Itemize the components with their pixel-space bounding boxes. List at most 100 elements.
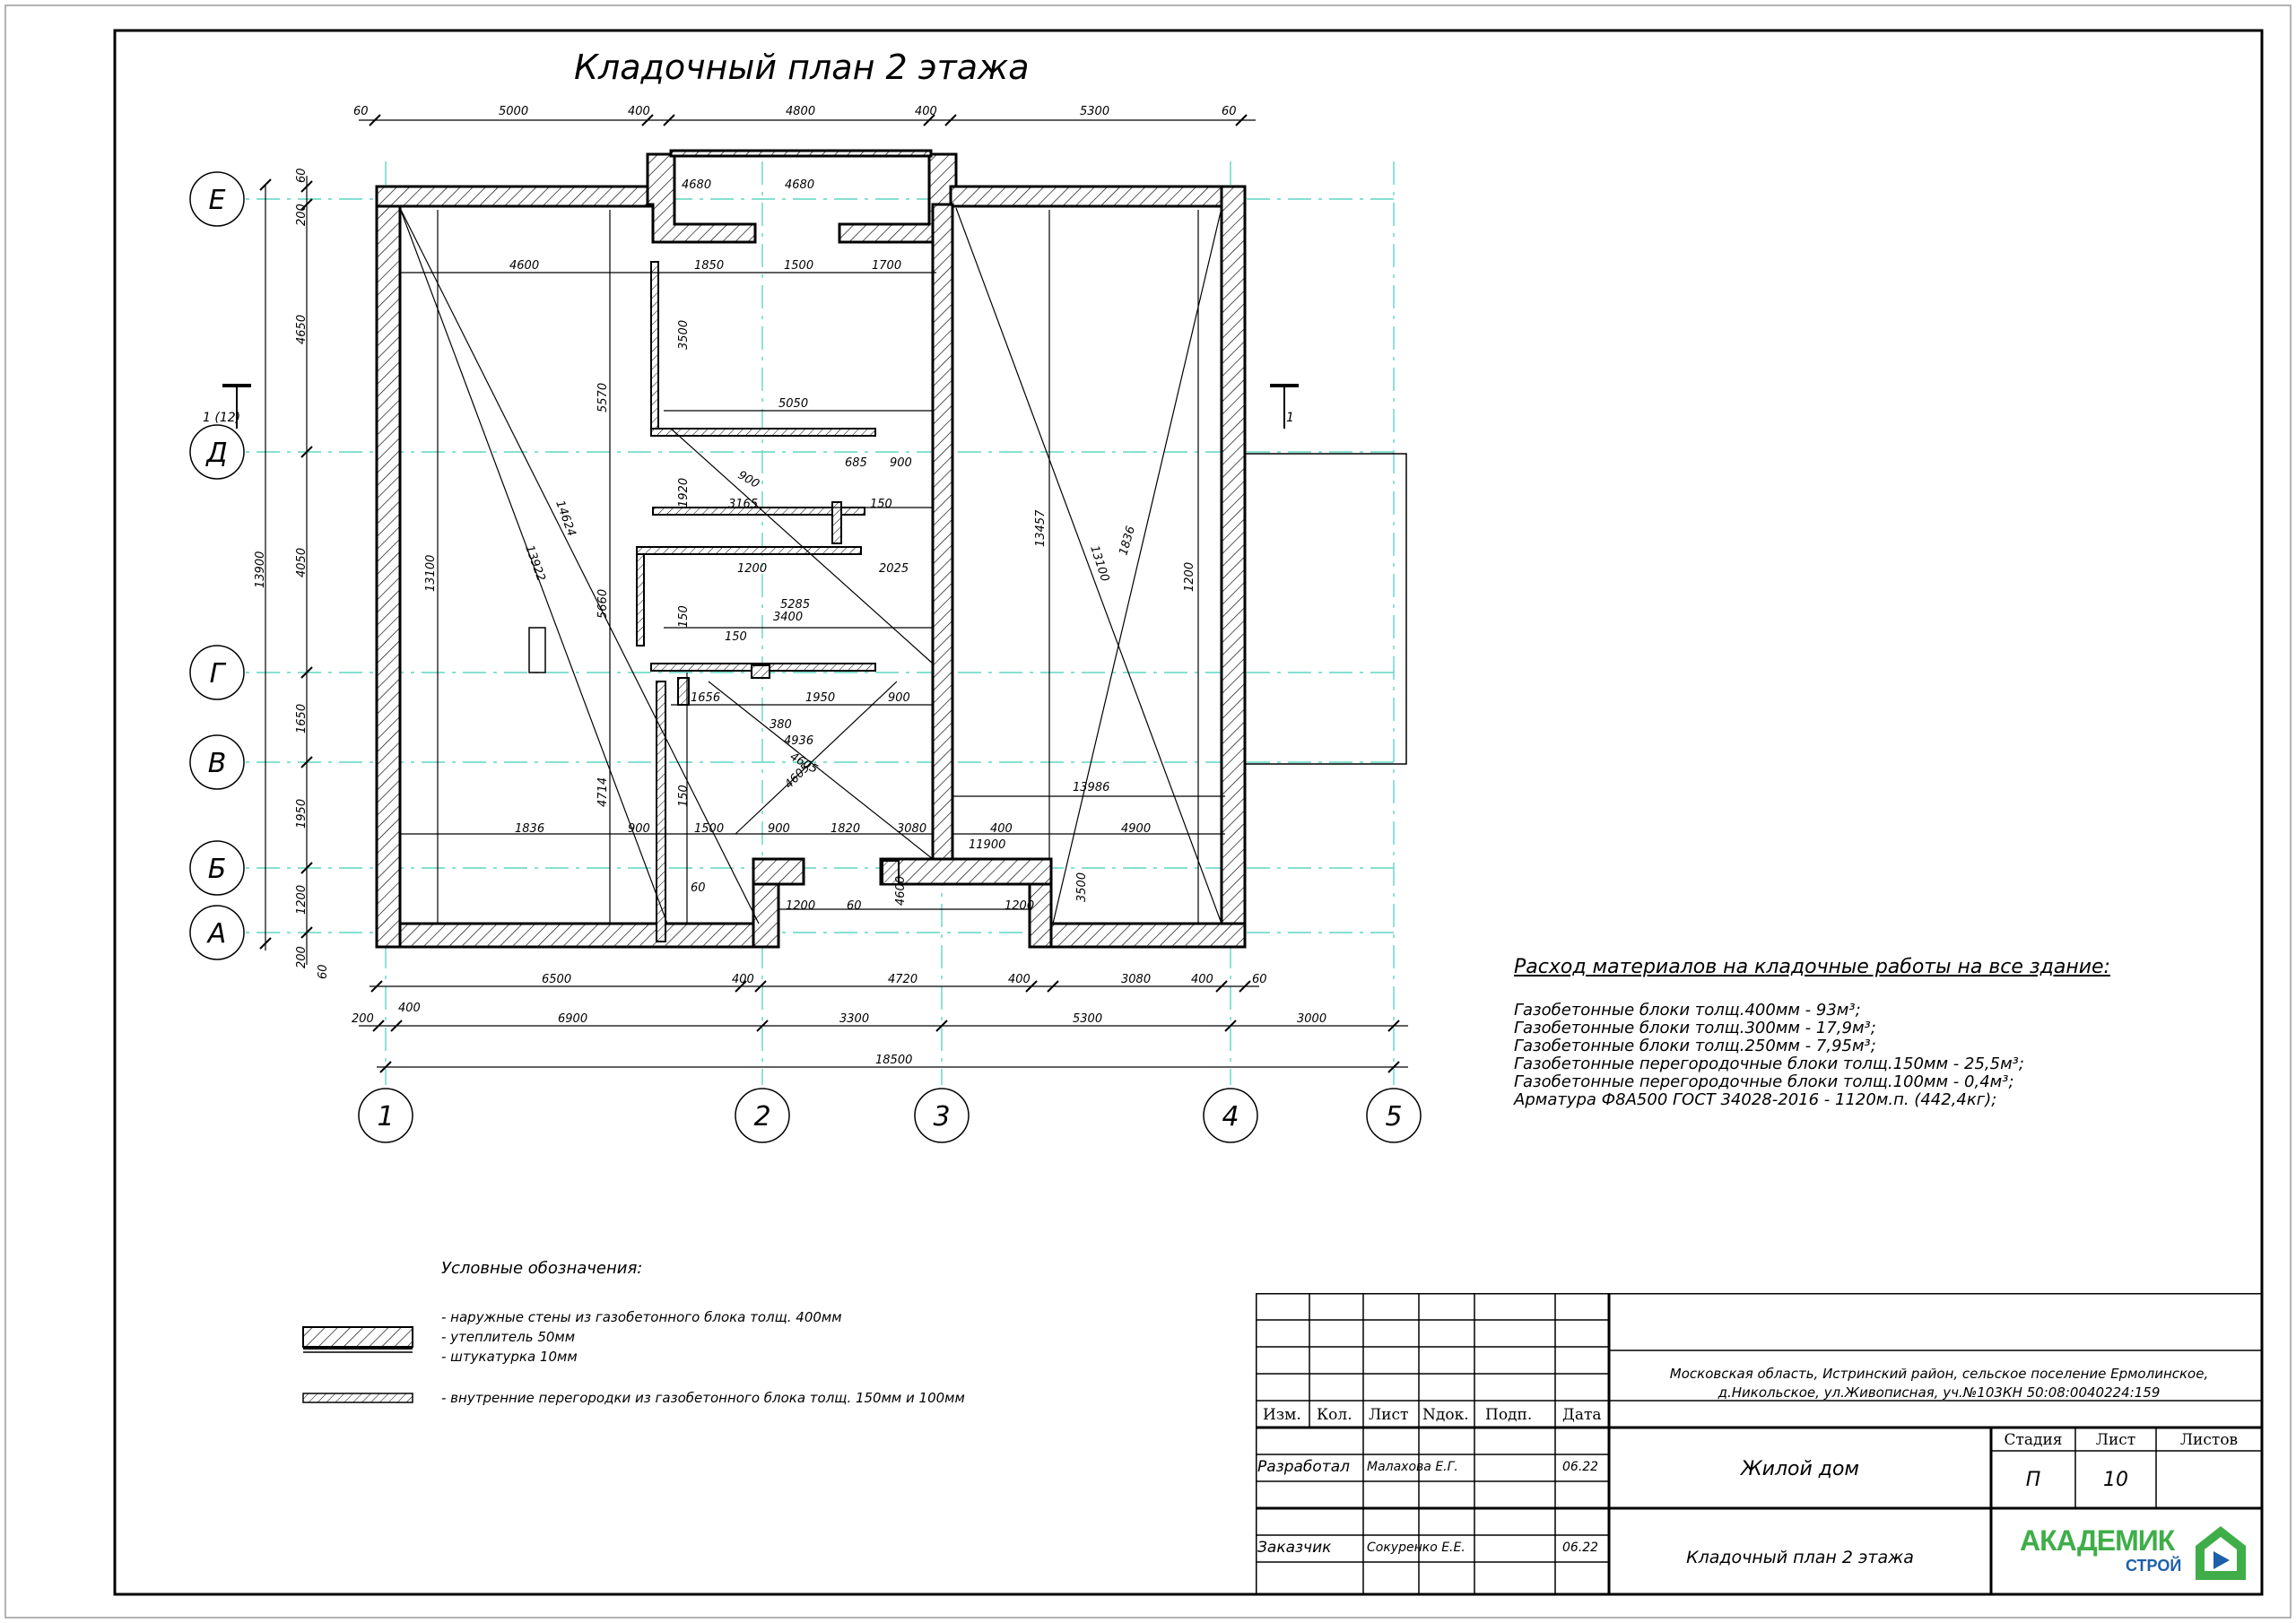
col-header: Кол. [1317,1406,1352,1424]
role-customer: Заказчик [1257,1539,1332,1557]
dim-5050: 5050 [778,397,808,411]
interior-dimension-labels: 4680 4680 4600 1850 1500 1700 5050 685 9… [424,178,1196,913]
dim-3500: 3500 [677,320,691,350]
dim-left-4650: 4650 [295,315,309,344]
dim-900c: 900 [768,822,790,836]
dim-bot-60: 60 [1252,973,1267,986]
dim-bot2-3000: 3000 [1297,1012,1326,1026]
interior-partitions [636,261,900,942]
axis-bubble-2 [735,1088,790,1143]
dim-1950: 1950 [805,691,835,705]
section-mark-right: 1 [1286,411,1294,425]
dim-1820: 400 [990,822,1013,836]
axis-bubble-5 [1366,1088,1422,1143]
dim-400: 11900 [969,838,1005,852]
dim-685: 685 [845,456,867,470]
sheet-value: 10 [2103,1469,2128,1491]
drawing-title: Кладочный план 2 этажа [574,48,1030,87]
drawing-frame [113,29,2264,1596]
sheet-title: Кладочный план 2 этажа [1686,1548,1914,1567]
role-developed: Разработал [1257,1458,1350,1476]
dim-1656: 1656 [691,691,720,705]
dim-4600b: 60 [847,899,862,913]
axis-label-b: Б [208,854,227,885]
dim-5570: 5570 [596,383,610,412]
dim-bot-400a: 400 [732,973,754,986]
axis-bubble-1 [358,1088,413,1143]
dim-60b: 1200 [1004,899,1034,913]
dim-bot2-5300: 5300 [1073,1012,1102,1026]
object-name: Жилой дом [1740,1458,1860,1480]
dim-13457: 1836 [1117,525,1138,557]
dim-left-60b: 60 [317,964,330,979]
outer-frame [4,4,2292,1619]
dim-13922: 13922 [522,543,547,583]
dim-top-4800: 4800 [786,105,815,118]
left-dimension-chain: 60 200 4650 4050 1650 1950 1200 200 60 1… [254,168,330,979]
sheet-label: Лист [2095,1431,2136,1449]
interior-dimension-lines [399,207,1225,924]
dim-top-5000: 5000 [499,105,528,118]
dim-bot2-6900: 6900 [558,1012,587,1026]
materials-title: Расход материалов на кладочные работы на… [1514,956,2110,978]
dim-900b: 900 [888,691,910,705]
axis-label-a: А [206,918,227,950]
dim-3702: 900 [735,468,761,490]
axis-label-3: 3 [933,1101,950,1133]
axis-label-v: В [208,748,227,779]
materials-line: Газобетонные перегородочные блоки толщ.1… [1514,1055,2024,1073]
dim-bot-400b: 400 [1008,973,1031,986]
dim-3400: 150 [725,630,747,644]
axis-bubble-d [189,424,245,480]
dim-2025: 150 [677,605,691,628]
dim-top-400b: 400 [915,105,937,118]
column-axis-markers: 1 2 3 4 5 [358,1088,1422,1143]
materials-line: Газобетонные блоки толщ.300мм - 17,9м³; [1514,1019,1876,1037]
dim-top-5300: 5300 [1080,105,1109,118]
date-customer: 06.22 [1562,1541,1599,1555]
dim-5285: 3400 [773,611,803,624]
logo-text-bottom: СТРОЙ [2126,1557,2182,1575]
exterior-walls [375,149,1247,949]
stage-label: Стадия [2004,1431,2063,1449]
sheets-label: Листов [2179,1431,2239,1449]
dim-1200v: 3500 [1075,872,1089,902]
dim-4936: 4936 [784,734,813,748]
title-block: Изм. Кол. Лист Nдок. Подп. Дата Московск… [1256,1293,2262,1594]
dim-inner: 4680 [682,178,711,192]
axis-label-4: 4 [1222,1101,1239,1133]
dim-1200v2: 4600 [894,876,908,906]
dim-4605a: 4714 [596,777,610,807]
section-mark-left: 1 (12) [203,411,240,425]
dim-left-13900: 13900 [254,551,267,588]
dim-top-400a: 400 [628,105,650,118]
dim-top-60b: 60 [1222,105,1237,118]
legend-exterior-wall-swatch [302,1326,413,1353]
dim-1200: 2025 [879,562,909,576]
dim-bot2-400: 400 [398,1002,421,1015]
name-developed: Малахова Е.Г. [1367,1460,1458,1474]
ventilation-symbol [528,627,546,673]
axis-bubble-4 [1203,1088,1258,1143]
col-header: Подп. [1485,1406,1533,1424]
col-header: Лист [1369,1406,1409,1424]
dim-4600: 4600 [509,259,539,273]
axis-label-5: 5 [1385,1101,1402,1133]
axis-bubble-b [189,840,245,896]
axis-label-e: Е [209,185,226,216]
dim-top-60a: 60 [353,105,369,118]
top-dimension-chain: 60 5000 400 4800 400 5300 60 [353,105,1256,126]
dim-1836: 1500 [694,822,724,836]
materials-line: Газобетонные перегородочные блоки толщ.1… [1514,1072,2014,1091]
dim-1500b: 1820 [831,822,860,836]
axis-bubble-3 [914,1088,970,1143]
legend-partition-swatch [302,1393,413,1403]
dim-3165: 3165 [728,498,758,511]
dim-1735: 150 [870,498,892,511]
dim-bot2-3300: 3300 [839,1012,869,1026]
dim-bot-400c: 400 [1191,973,1213,986]
title-block-grid [1256,1293,2262,1594]
dim-left-1650: 1650 [295,704,309,733]
annex-outline [1242,453,1407,765]
